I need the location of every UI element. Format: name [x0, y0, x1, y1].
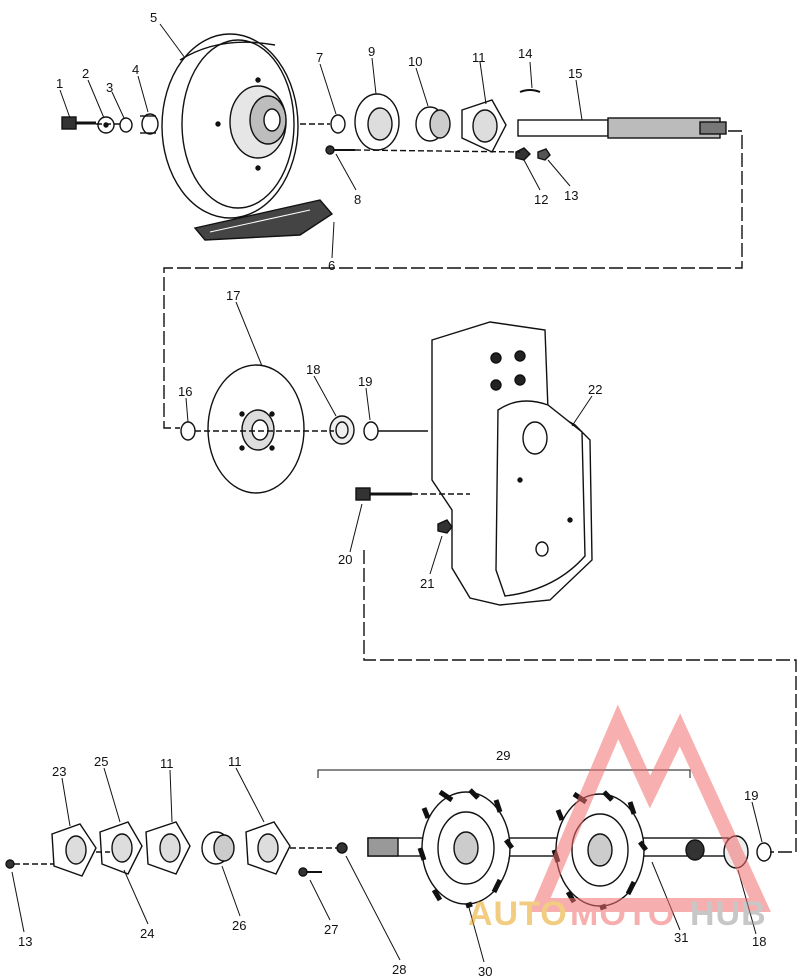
screw-part — [325, 145, 355, 155]
watermark-text-auto: AUTO — [468, 895, 568, 933]
drive-clutch-part — [161, 33, 299, 219]
callout-31: 31 — [674, 930, 688, 945]
callout-11: 11 — [472, 50, 486, 65]
callout-29: 29 — [496, 748, 510, 763]
drive-clutch-group — [61, 33, 743, 429]
washer-part — [97, 116, 115, 134]
watermark-text-hub: HUB — [690, 895, 767, 933]
bolt-part — [61, 116, 96, 130]
leader-lines — [11, 23, 763, 963]
bearing-part — [329, 415, 355, 445]
grease-fitting-part — [336, 842, 348, 854]
nut-part — [515, 147, 531, 161]
callout-27: 27 — [324, 922, 338, 937]
automotohub-watermark-logo: AUTO MOTO HUB — [468, 704, 771, 933]
callout-8: 8 — [354, 192, 361, 207]
flange-bearing-part — [145, 821, 191, 875]
callout-21: 21 — [420, 576, 434, 591]
callout-13b: 13 — [18, 934, 32, 949]
callout-22: 22 — [588, 382, 602, 397]
o-ring-part — [363, 421, 379, 441]
callout-18: 18 — [306, 362, 320, 377]
nut-part — [537, 148, 551, 161]
flange-bearing-part — [461, 99, 507, 153]
callout-18b: 18 — [752, 934, 766, 949]
callout-1: 1 — [56, 76, 63, 91]
callout-12: 12 — [534, 192, 548, 207]
drive-belt-part — [193, 199, 334, 241]
callout-16: 16 — [178, 384, 192, 399]
bolt-part — [355, 487, 412, 501]
callout-26: 26 — [232, 918, 246, 933]
key-part — [519, 89, 541, 93]
bearing-part — [201, 831, 235, 865]
driven-sprocket-plate-part — [207, 364, 305, 494]
jackshaft-part — [517, 117, 727, 139]
callout-19: 19 — [358, 374, 372, 389]
callout-labels: 1 2 3 4 5 6 7 8 9 10 11 12 13 14 15 16 1… — [18, 10, 766, 978]
callout-15: 15 — [568, 66, 582, 81]
chaincase-group — [180, 321, 797, 853]
bearing-part — [415, 106, 451, 142]
callout-3: 3 — [106, 80, 113, 95]
bearing-plate-part — [354, 93, 400, 151]
flange-part — [51, 823, 97, 877]
callout-11b: 11 — [160, 756, 174, 771]
chaincase-housing-part — [431, 321, 593, 606]
callout-13: 13 — [564, 188, 578, 203]
driveshaft-group — [5, 769, 772, 911]
callout-2: 2 — [82, 66, 89, 81]
callout-6: 6 — [328, 258, 335, 273]
watermark-text-moto: MOTO — [570, 895, 675, 933]
o-ring-part — [756, 842, 772, 862]
callout-19b: 19 — [744, 788, 758, 803]
flange-part — [99, 821, 143, 875]
assembly-bracket — [317, 769, 691, 778]
callout-17: 17 — [226, 288, 240, 303]
callout-20: 20 — [338, 552, 352, 567]
callout-5: 5 — [150, 10, 157, 25]
callout-24: 24 — [140, 926, 154, 941]
nut-part — [5, 859, 15, 869]
callout-14: 14 — [518, 46, 532, 61]
callout-30: 30 — [478, 964, 492, 978]
callout-11c: 11 — [228, 754, 242, 769]
callout-7: 7 — [316, 50, 323, 65]
screw-part — [298, 867, 322, 877]
callout-28: 28 — [392, 962, 406, 977]
callout-23: 23 — [52, 764, 66, 779]
callout-25: 25 — [94, 754, 108, 769]
callout-10: 10 — [408, 54, 422, 69]
o-ring-part — [180, 421, 196, 441]
lock-washer-part — [119, 117, 133, 133]
nut-part — [437, 519, 453, 534]
spacer-part — [141, 113, 159, 135]
callout-4: 4 — [132, 62, 139, 77]
track-sprocket-part — [417, 788, 514, 909]
flange-bearing-part — [245, 821, 291, 875]
washer-part — [330, 114, 346, 134]
callout-9: 9 — [368, 44, 375, 59]
